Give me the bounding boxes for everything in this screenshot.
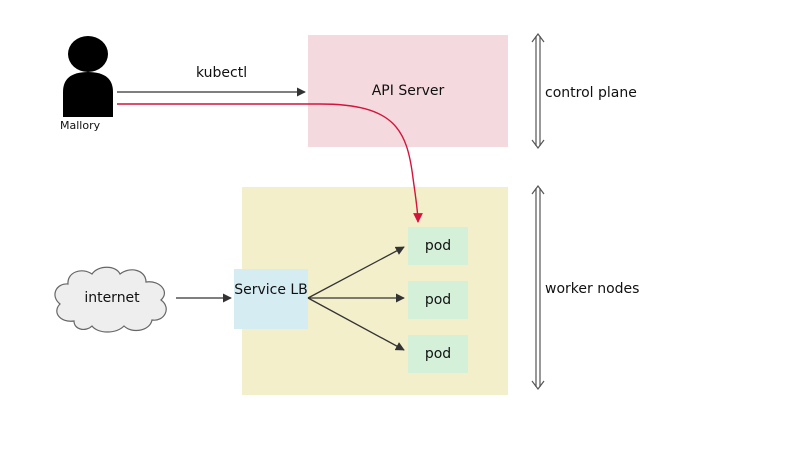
pod-label-1: pod (424, 238, 452, 254)
lb-to-pod-3-arrow (307, 297, 405, 351)
internet-label: internet (84, 290, 140, 306)
person-icon (63, 36, 113, 117)
pod-box-2 (408, 281, 468, 319)
worker-nodes-label: worker nodes (545, 281, 640, 297)
api-server-label: API Server (371, 83, 445, 99)
control-plane-label: control plane (545, 85, 637, 101)
api-server-box (308, 35, 508, 147)
pod-label-2: pod (424, 292, 452, 308)
cloud-icon (54, 266, 167, 333)
kubectl-label: kubectl (196, 65, 248, 81)
pod-box-3 (408, 335, 468, 373)
service-lb-label: Service LB (234, 282, 308, 298)
mallory-label: Mallory (60, 119, 101, 132)
pod-label-3: pod (424, 346, 452, 362)
control-plane-range-arrow (531, 33, 545, 149)
pod-box-1 (408, 227, 468, 265)
service-lb-box (234, 269, 308, 329)
attack-arrow (117, 103, 423, 223)
lb-to-pod-1-arrow (307, 246, 405, 299)
worker-nodes-range-arrow (531, 185, 545, 390)
